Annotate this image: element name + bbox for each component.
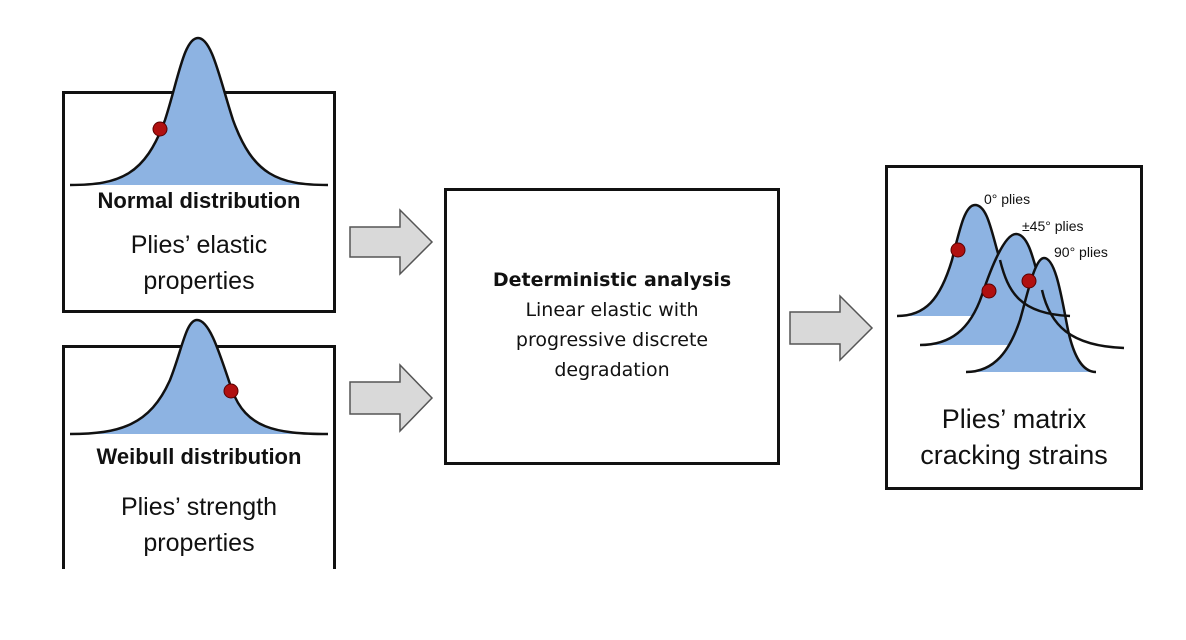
output-line-1: Plies’ matrix [941, 404, 1087, 434]
ply-0-label: 0° plies [984, 191, 1031, 207]
weibull-curve-marker [223, 383, 239, 399]
ply-45-marker [981, 283, 997, 299]
weibull-line-2: properties [143, 529, 255, 557]
ply-45-tail [1040, 289, 1125, 350]
ply-0-marker [950, 242, 966, 258]
arrow-weibull-to-analysis [349, 363, 434, 433]
normal-curve-marker [152, 121, 168, 137]
analysis-title: Deterministic analysis [492, 269, 732, 291]
weibull-line-1: Plies’ strength [120, 493, 278, 521]
normal-line-2: properties [143, 267, 255, 295]
ply-45-curve [919, 232, 1044, 347]
ply-0-tail [998, 259, 1071, 318]
weibull-distribution-curve [69, 318, 329, 436]
weibull-distribution-title: Weibull distribution [96, 444, 302, 469]
ply-90-curve [965, 256, 1097, 374]
ply-90-label: 90° plies [1054, 244, 1108, 260]
ply-45-label: ±45° plies [1022, 218, 1084, 234]
normal-distribution-curve [69, 36, 329, 187]
ply-0-curve [896, 203, 1002, 318]
analysis-line-1: Linear elastic with [525, 299, 699, 321]
arrow-normal-to-analysis [349, 208, 434, 276]
analysis-line-3: degradation [554, 359, 670, 381]
output-box [885, 165, 1143, 490]
normal-line-1: Plies’ elastic [130, 231, 268, 259]
analysis-line-2: progressive discrete [515, 329, 709, 351]
output-line-2: cracking strains [920, 440, 1108, 470]
normal-distribution-title: Normal distribution [97, 188, 301, 213]
arrow-analysis-to-output [789, 294, 874, 362]
deterministic-analysis-box [444, 188, 780, 465]
ply-90-marker [1021, 273, 1037, 289]
